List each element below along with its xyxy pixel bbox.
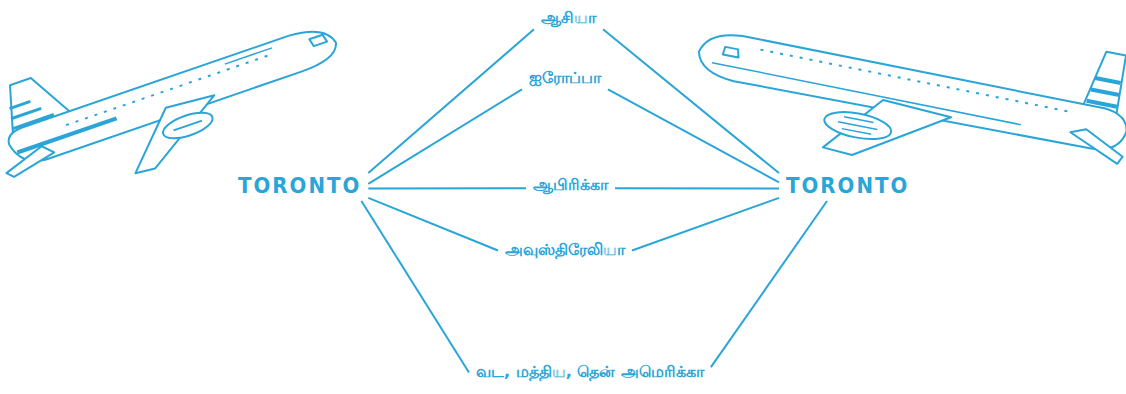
region-label: அவுஸ்திரேலியா [505,240,625,261]
route-line [608,89,779,182]
place-node: அவுஸ்திரேலியா [498,237,632,264]
city-label: TORONTO [786,173,909,198]
route-line [368,29,534,173]
route-line [711,201,827,367]
place-node: TORONTO [779,170,916,201]
route-line [368,89,522,184]
right-airplane [685,0,1126,206]
region-label: வட, மத்திய, தென் அமெரிக்கா [476,362,704,383]
region-label: ஆபிரிக்கா [533,175,608,196]
place-node: ஆபிரிக்கா [526,172,615,199]
place-node: ஆசியா [534,5,603,32]
city-label: TORONTO [238,173,361,198]
region-label: ஆசியா [541,8,596,29]
route-line [361,201,469,373]
route-line [368,187,526,189]
place-node: வட, மத்திய, தென் அமெரிக்கா [469,359,711,386]
route-line [615,187,779,189]
region-label: ஐரோப்பா [529,68,601,89]
place-node: TORONTO [231,170,368,201]
route-line [632,198,779,251]
place-node: ஐரோப்பா [522,65,608,92]
